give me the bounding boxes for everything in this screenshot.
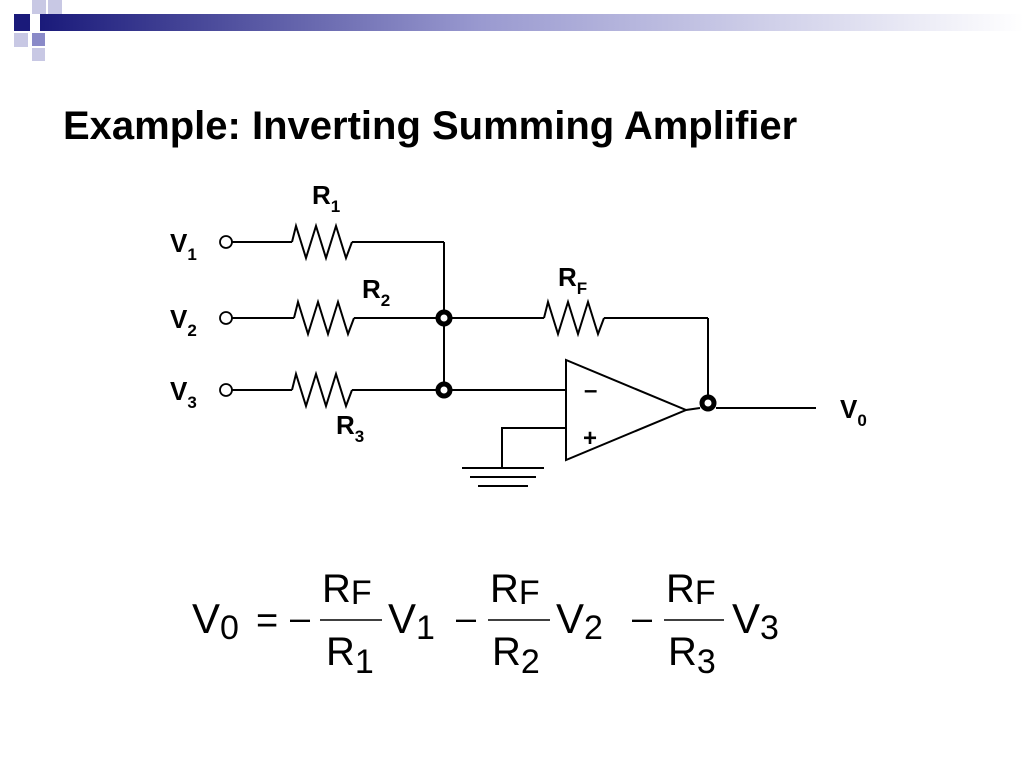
minus-sign: – — [632, 597, 652, 638]
minus-sign: – — [456, 597, 476, 638]
variable: V2 — [556, 595, 603, 647]
deco-square-light — [14, 33, 28, 47]
input-terminal — [219, 311, 233, 325]
fraction-numerator: RF — [322, 567, 372, 612]
variable: V3 — [732, 595, 779, 647]
equation-lhs: V0 — [192, 595, 239, 647]
input-label-v2: V2 — [170, 304, 197, 340]
fraction-denominator: R2 — [492, 630, 540, 681]
deco-square-light — [48, 0, 62, 14]
gradient-bar — [40, 14, 1024, 31]
fraction-denominator: R1 — [326, 630, 374, 681]
opamp-plus-sign: + — [583, 425, 597, 452]
header-decoration — [0, 0, 1024, 61]
fraction-numerator: RF — [490, 567, 540, 612]
equation: V0 = – RF R1 V1 – RF R2 V2 – RF R3 V3 — [192, 567, 779, 681]
junction-node — [435, 309, 453, 327]
variable: V1 — [388, 595, 435, 647]
opamp-minus-sign: – — [584, 377, 597, 404]
opamp-symbol — [565, 358, 689, 462]
wire — [685, 407, 701, 411]
deco-square-light — [32, 48, 45, 61]
junction-node — [435, 381, 453, 399]
resistor-label-r2: R2 — [362, 274, 390, 310]
equals-sign: = — [256, 600, 278, 642]
deco-square-dark — [14, 14, 30, 31]
input-terminal — [219, 383, 233, 397]
deco-square-light — [32, 0, 46, 14]
minus-sign: – — [290, 597, 310, 638]
resistor-r1 — [291, 222, 353, 262]
input-label-v1: V1 — [170, 228, 197, 264]
fraction-denominator: R3 — [668, 630, 716, 681]
fraction-numerator: RF — [666, 567, 716, 612]
resistor-label-r1: R1 — [312, 180, 340, 216]
deco-square-medium — [32, 33, 45, 46]
resistor-rf — [543, 298, 605, 338]
resistor-r2 — [293, 298, 355, 338]
input-terminal — [219, 235, 233, 249]
resistor-label-r3: R3 — [336, 410, 364, 446]
slide-title: Example: Inverting Summing Amplifier — [63, 104, 798, 148]
output-label-v0: V0 — [840, 394, 867, 430]
resistor-r3 — [291, 370, 353, 410]
input-label-v3: V3 — [170, 376, 197, 412]
wire — [501, 427, 566, 468]
resistor-label-rf: RF — [558, 262, 587, 298]
output-node — [699, 394, 717, 412]
